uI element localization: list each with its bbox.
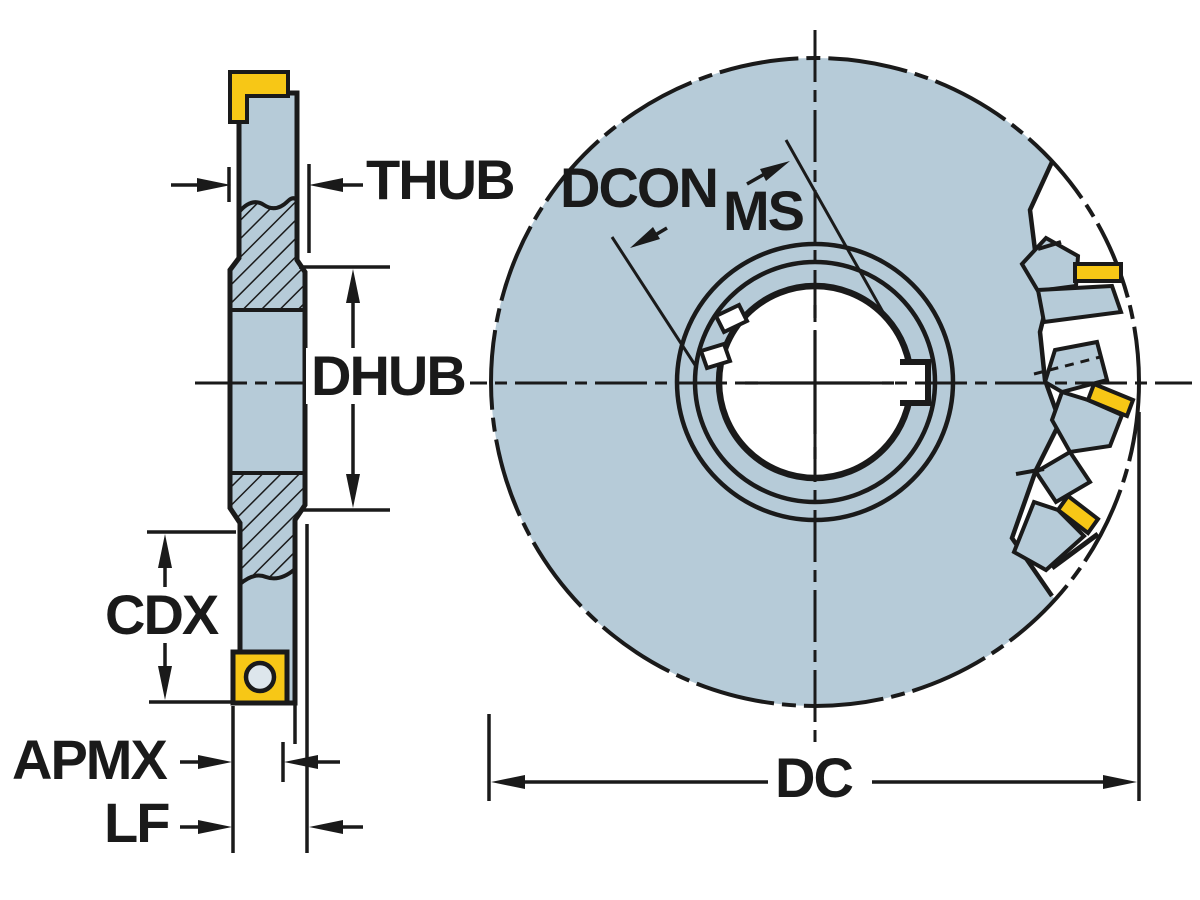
dim-label-lf: LF: [104, 791, 170, 854]
cutter-silhouette: [227, 77, 308, 706]
dim-label-dhub: DHUB: [306, 348, 470, 404]
break-line-lower: [238, 567, 297, 586]
dim-label-ms: MS: [723, 179, 805, 242]
tooth-3: [1011, 449, 1101, 573]
insert-screw-hole: [243, 660, 277, 694]
dim-label-dc: DC: [770, 750, 857, 806]
tooth-2-centerline: [1033, 355, 1101, 376]
extension-lines: [147, 164, 1141, 853]
tooth-1: [1019, 235, 1124, 325]
tooth-2-cartridge: [1042, 339, 1110, 395]
dim-label-apmx: APMX: [12, 728, 168, 791]
bore-notch-lower: [698, 341, 733, 371]
dim-label-dcon: DCON: [560, 156, 719, 219]
tooth-3-cartridge: [1033, 449, 1093, 505]
dim-label-cdx: CDX: [100, 587, 223, 643]
dcon-tangent-line: [610, 236, 699, 369]
tooth-back-edges: [1009, 161, 1063, 598]
break-line-upper: [237, 196, 299, 214]
tooth-3-seat-line: [1050, 531, 1100, 571]
hatch-upper-hub: [230, 198, 305, 310]
tooth-2: [1033, 339, 1136, 455]
side-view-section: [227, 70, 308, 706]
hatch-lower-hub: [230, 473, 305, 584]
bore-notch-upper: [713, 302, 750, 335]
tooth-3-insert: [1055, 493, 1101, 536]
arrowheads: [158, 161, 1137, 834]
dim-label-thub: THUB: [366, 148, 516, 211]
tooth-1-insert: [1073, 262, 1123, 283]
tooth-3-tick: [1015, 467, 1045, 476]
tooth-2-insert: [1085, 381, 1136, 419]
tooth-1-tick: [1037, 240, 1062, 251]
tooth-1-body: [1035, 283, 1124, 325]
top-insert-side: [228, 70, 290, 124]
